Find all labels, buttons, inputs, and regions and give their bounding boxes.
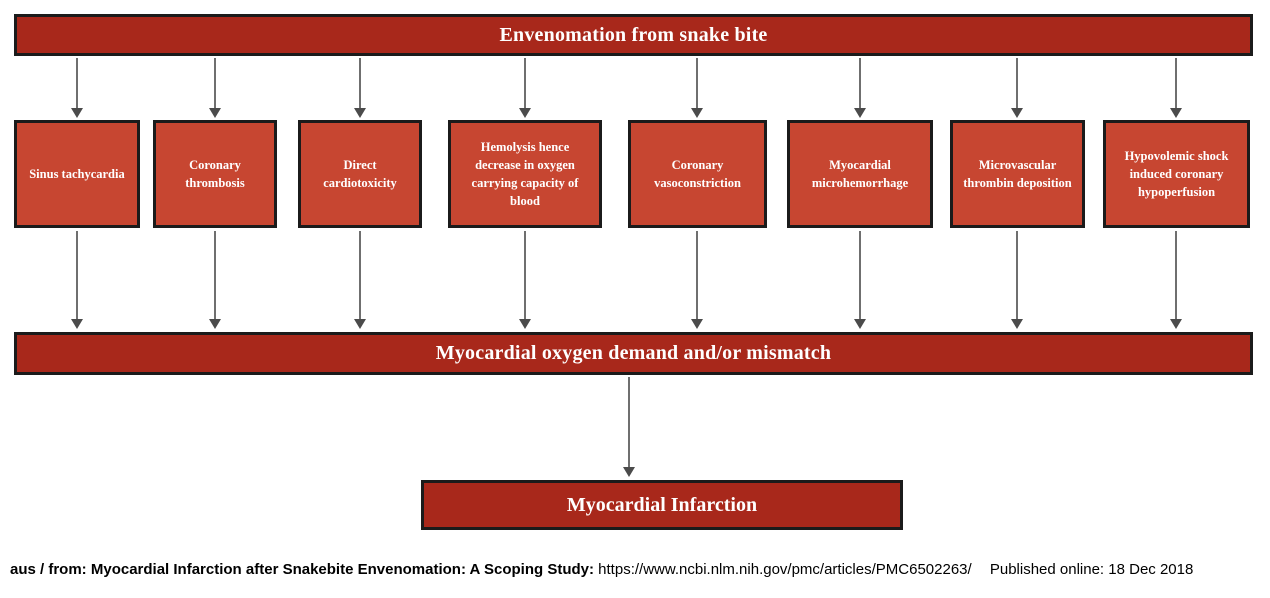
- node-envenomation: Envenomation from snake bite: [14, 14, 1253, 56]
- arrow-line: [1175, 58, 1177, 108]
- arrow-line: [76, 58, 78, 108]
- node-label: Hypovolemic shock induced coronary hypop…: [1124, 148, 1229, 200]
- caption-source-prefix: aus / from:: [10, 561, 87, 578]
- arrow-head-icon: [71, 108, 83, 118]
- node-envenomation-label: Envenomation from snake bite: [499, 23, 768, 46]
- arrow-top-to-box-6: [854, 58, 866, 118]
- node-myocardial-microhemorrhage: Myocardial microhemorrhage: [787, 120, 933, 228]
- arrow-box-6-to-middle: [854, 231, 866, 329]
- arrow-box-7-to-middle: [1011, 231, 1023, 329]
- arrow-line: [859, 58, 861, 108]
- arrow-middle-to-final: [623, 377, 635, 477]
- arrow-top-to-box-5: [691, 58, 703, 118]
- arrow-head-icon: [209, 319, 221, 329]
- arrow-top-to-box-2: [209, 58, 221, 118]
- caption-article-url: https://www.ncbi.nlm.nih.gov/pmc/article…: [598, 561, 972, 578]
- arrow-box-2-to-middle: [209, 231, 221, 329]
- node-myocardial-oxygen-demand-label: Myocardial oxygen demand and/or mismatch: [435, 342, 832, 364]
- arrow-head-icon: [854, 108, 866, 118]
- arrow-top-to-box-3: [354, 58, 366, 118]
- node-direct-cardiotoxicity: Direct cardiotoxicity: [298, 120, 422, 228]
- node-label: Coronary vasoconstriction: [654, 157, 741, 190]
- arrow-head-icon: [1170, 108, 1182, 118]
- node-sinus-tachycardia: Sinus tachycardia: [14, 120, 140, 228]
- arrow-head-icon: [354, 108, 366, 118]
- arrow-head-icon: [519, 108, 531, 118]
- arrow-head-icon: [209, 108, 221, 118]
- node-label: Hemolysis hence decrease in oxygen carry…: [471, 139, 579, 209]
- arrow-head-icon: [854, 319, 866, 329]
- arrow-top-to-box-7: [1011, 58, 1023, 118]
- arrow-head-icon: [691, 319, 703, 329]
- arrow-box-1-to-middle: [71, 231, 83, 329]
- arrow-line: [524, 58, 526, 108]
- arrow-box-4-to-middle: [519, 231, 531, 329]
- arrow-head-icon: [519, 319, 531, 329]
- arrow-box-5-to-middle: [691, 231, 703, 329]
- arrow-line: [696, 231, 698, 319]
- arrow-line: [1175, 231, 1177, 319]
- arrow-head-icon: [691, 108, 703, 118]
- caption-published-date: Published online: 18 Dec 2018: [989, 561, 1194, 578]
- node-coronary-thrombosis: Coronary thrombosis: [153, 120, 277, 228]
- node-microvascular-thrombin-deposition: Microvascular thrombin deposition: [950, 120, 1085, 228]
- node-hypovolemic-shock: Hypovolemic shock induced coronary hypop…: [1103, 120, 1250, 228]
- node-myocardial-oxygen-demand: Myocardial oxygen demand and/or mismatch: [14, 332, 1253, 375]
- arrow-line: [524, 231, 526, 319]
- node-label: Microvascular thrombin deposition: [963, 157, 1072, 190]
- arrow-line: [696, 58, 698, 108]
- arrow-head-icon: [354, 319, 366, 329]
- source-caption: aus / from: Myocardial Infarction after …: [10, 561, 1262, 578]
- arrow-top-to-box-1: [71, 58, 83, 118]
- arrow-box-3-to-middle: [354, 231, 366, 329]
- arrow-line: [1016, 231, 1018, 319]
- node-label: Myocardial microhemorrhage: [811, 157, 909, 190]
- arrow-line: [359, 231, 361, 319]
- arrow-top-to-box-4: [519, 58, 531, 118]
- arrow-head-icon: [71, 319, 83, 329]
- arrow-head-icon: [1170, 319, 1182, 329]
- arrow-head-icon: [1011, 108, 1023, 118]
- arrow-head-icon: [1011, 319, 1023, 329]
- arrow-box-8-to-middle: [1170, 231, 1182, 329]
- arrow-line: [214, 231, 216, 319]
- node-label: Direct cardiotoxicity: [323, 157, 397, 190]
- arrow-line: [628, 377, 630, 467]
- arrow-top-to-box-8: [1170, 58, 1182, 118]
- node-coronary-vasoconstriction: Coronary vasoconstriction: [628, 120, 767, 228]
- node-label: Coronary thrombosis: [185, 157, 245, 190]
- node-hemolysis: Hemolysis hence decrease in oxygen carry…: [448, 120, 602, 228]
- arrow-head-icon: [623, 467, 635, 477]
- arrow-line: [214, 58, 216, 108]
- caption-article-title: Myocardial Infarction after Snakebite En…: [90, 561, 594, 578]
- arrow-line: [76, 231, 78, 319]
- node-myocardial-infarction-label: Myocardial Infarction: [566, 493, 758, 516]
- arrow-line: [359, 58, 361, 108]
- node-myocardial-infarction: Myocardial Infarction: [421, 480, 903, 530]
- arrow-line: [1016, 58, 1018, 108]
- arrow-line: [859, 231, 861, 319]
- node-label: Sinus tachycardia: [29, 166, 125, 181]
